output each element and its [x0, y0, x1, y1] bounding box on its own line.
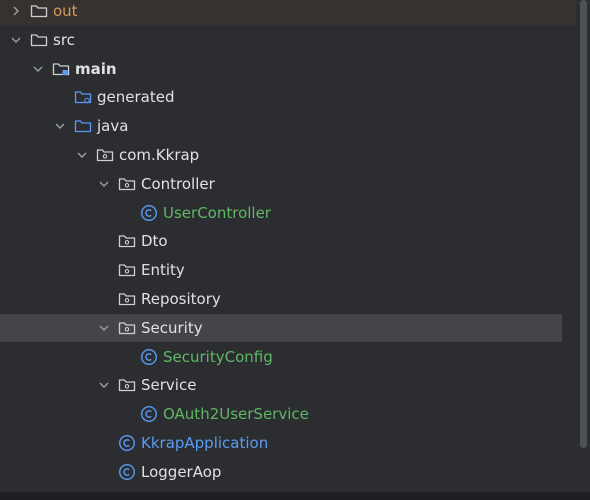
tree-item-src[interactable]: src: [0, 26, 576, 54]
source-folder-icon: [74, 117, 92, 135]
folder-icon: [30, 2, 48, 20]
tree-item-label: Dto: [141, 232, 168, 251]
tree-item-java[interactable]: java: [0, 112, 576, 140]
class-icon: [118, 463, 136, 481]
tree-item-label: Entity: [141, 261, 185, 280]
tree-item-generated[interactable]: generated: [0, 83, 576, 111]
tree-item-label: LoggerAop: [141, 462, 222, 481]
tree-item-label: java: [97, 117, 129, 136]
tree-item-entity[interactable]: Entity: [0, 256, 576, 284]
chevron-right-icon[interactable]: [8, 3, 24, 19]
tree-item-oauth2userservice[interactable]: OAuth2UserService: [0, 400, 576, 428]
chevron-placeholder: [96, 291, 112, 307]
tree-item-label: main: [75, 59, 117, 78]
chevron-down-icon[interactable]: [74, 147, 90, 163]
tree-item-label: Repository: [141, 290, 221, 308]
tree-item-label: OAuth2UserService: [163, 405, 309, 424]
tree-item-label: KkrapApplication: [141, 434, 269, 452]
chevron-placeholder: [96, 233, 112, 249]
tree-item-service[interactable]: Service: [0, 371, 576, 399]
tree-item-label: Controller: [141, 174, 215, 193]
tree-item-kkrapapplication[interactable]: KkrapApplication: [0, 429, 576, 457]
chevron-down-icon[interactable]: [52, 118, 68, 134]
tree-item-com-kkrap[interactable]: com.Kkrap: [0, 141, 576, 169]
package-icon: [118, 319, 136, 337]
tree-item-label: src: [53, 30, 75, 49]
chevron-placeholder: [96, 435, 112, 451]
chevron-placeholder: [118, 406, 134, 422]
chevron-down-icon[interactable]: [96, 320, 112, 336]
tree-item-controller[interactable]: Controller: [0, 170, 576, 198]
package-icon: [118, 232, 136, 250]
tree-item-out[interactable]: out: [0, 0, 576, 25]
class-icon: [140, 405, 158, 423]
tree-item-label: generated: [97, 88, 175, 107]
package-icon: [118, 175, 136, 193]
class-icon: [118, 434, 136, 452]
tree-item-main[interactable]: main: [0, 55, 576, 83]
tree-item-label: Security: [141, 318, 203, 337]
bottom-edge: [0, 492, 590, 500]
package-icon: [118, 261, 136, 279]
class-icon: [140, 348, 158, 366]
tree-item-repository[interactable]: Repository: [0, 285, 576, 313]
chevron-down-icon[interactable]: [30, 61, 46, 77]
folder-icon: [30, 31, 48, 49]
source-root-folder-icon: [52, 60, 70, 78]
tree-item-label: out: [53, 2, 78, 20]
chevron-placeholder: [96, 262, 112, 278]
package-icon: [118, 376, 136, 394]
chevron-down-icon[interactable]: [96, 176, 112, 192]
package-icon: [96, 146, 114, 164]
tree-item-security[interactable]: Security: [0, 313, 562, 342]
chevron-placeholder: [96, 464, 112, 480]
tree-item-label: SecurityConfig: [163, 347, 273, 366]
chevron-placeholder: [52, 89, 68, 105]
chevron-down-icon[interactable]: [8, 32, 24, 48]
tree-item-securityconfig[interactable]: SecurityConfig: [0, 343, 576, 371]
class-icon: [140, 204, 158, 222]
tree-item-label: UserController: [163, 203, 271, 222]
chevron-placeholder: [118, 205, 134, 221]
tree-item-loggeraop[interactable]: LoggerAop: [0, 458, 576, 486]
tree-item-usercontroller[interactable]: UserController: [0, 199, 576, 227]
vertical-scrollbar[interactable]: [580, 0, 587, 448]
package-icon: [118, 290, 136, 308]
tree-item-label: com.Kkrap: [119, 146, 200, 164]
tree-item-label: Service: [141, 376, 197, 395]
chevron-down-icon[interactable]: [96, 377, 112, 393]
tree-item-dto[interactable]: Dto: [0, 227, 576, 255]
generated-folder-icon: [74, 88, 92, 106]
chevron-placeholder: [118, 349, 134, 365]
